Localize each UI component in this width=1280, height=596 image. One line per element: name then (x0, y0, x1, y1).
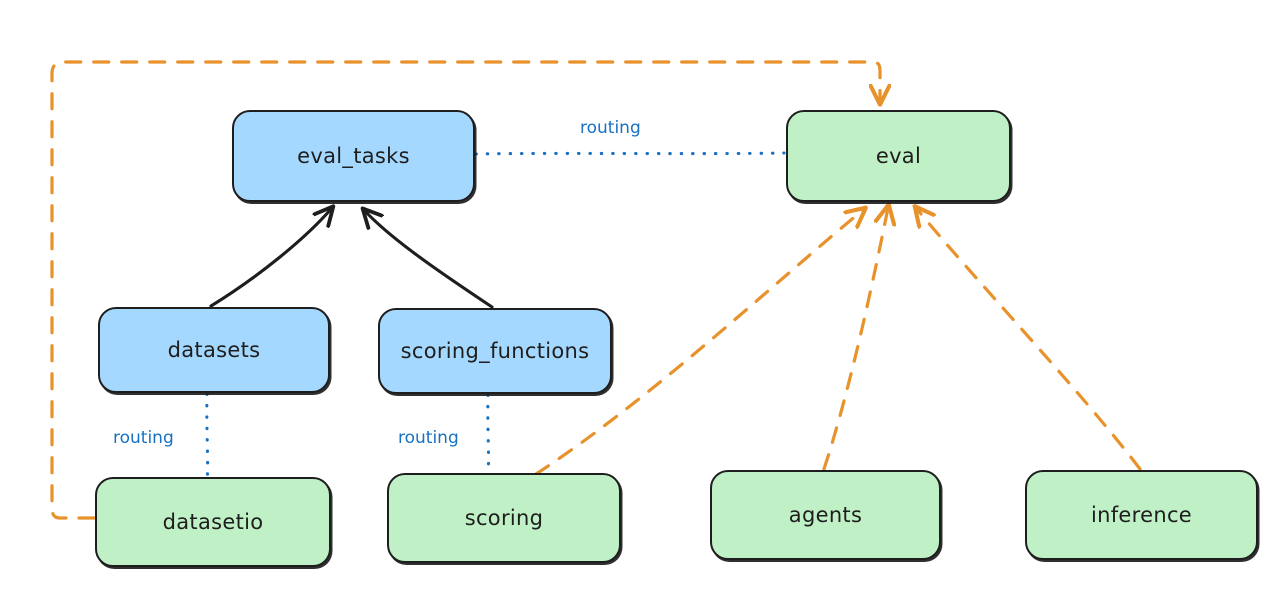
node-eval[interactable]: eval (786, 110, 1011, 202)
node-scoring[interactable]: scoring (387, 473, 621, 563)
edge-datasets-to-datasetio (205, 392, 210, 478)
edge-label-routing-scoring: routing (398, 428, 459, 448)
node-datasets[interactable]: datasets (98, 307, 330, 393)
node-label-scoring: scoring (464, 506, 544, 530)
node-label-eval: eval (875, 144, 922, 168)
edge-agents-to-eval (822, 208, 888, 471)
node-label-agents: agents (788, 503, 863, 527)
edge-inference-to-eval (917, 209, 1142, 471)
node-label-eval-tasks: eval_tasks (297, 144, 410, 168)
edge-eval-tasks-to-eval (474, 151, 786, 156)
edge-datasets-to-eval-tasks (209, 209, 331, 308)
node-label-inference: inference (1090, 503, 1193, 527)
node-eval-tasks[interactable]: eval_tasks (232, 110, 475, 202)
node-scoring-functions[interactable]: scoring_functions (378, 308, 612, 394)
edge-scoring-to-eval (534, 210, 863, 476)
edge-scoring-functions-to-scoring (486, 393, 491, 474)
node-agents[interactable]: agents (710, 470, 941, 560)
node-inference[interactable]: inference (1025, 470, 1258, 560)
node-label-scoring-functions: scoring_functions (400, 339, 590, 363)
edge-label-routing-datasets: routing (113, 428, 174, 448)
edge-label-routing-eval: routing (580, 118, 641, 138)
edge-scoring-functions-to-eval-tasks (365, 211, 494, 309)
node-label-datasetio: datasetio (162, 510, 264, 534)
node-datasetio[interactable]: datasetio (95, 477, 331, 567)
edge-datasetio-to-eval (50, 60, 880, 520)
node-label-datasets: datasets (167, 338, 261, 362)
